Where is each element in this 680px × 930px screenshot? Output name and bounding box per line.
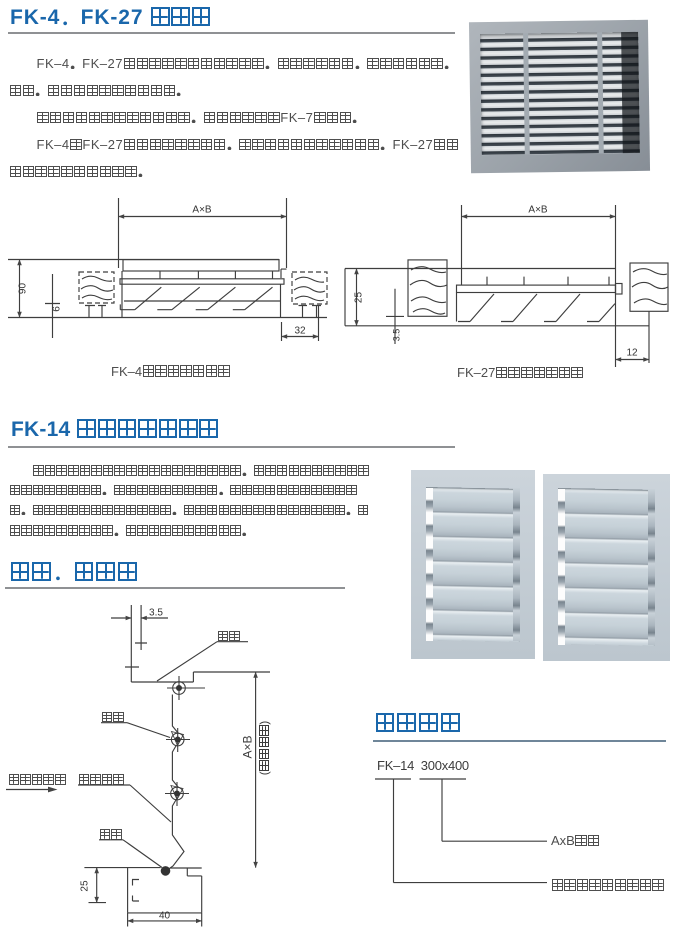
svg-text:25: 25 (354, 292, 365, 304)
svg-text:3.5: 3.5 (149, 608, 163, 619)
svg-text:25: 25 (80, 880, 91, 892)
svg-text:12: 12 (626, 348, 638, 359)
svg-text:A×B: A×B (192, 205, 212, 216)
svg-text:3.5: 3.5 (392, 329, 402, 342)
svg-text:90: 90 (18, 283, 29, 295)
svg-text:32: 32 (294, 326, 306, 337)
svg-text:40: 40 (159, 911, 171, 922)
svg-text:6: 6 (52, 306, 63, 312)
svg-text:A×B: A×B (528, 205, 548, 216)
